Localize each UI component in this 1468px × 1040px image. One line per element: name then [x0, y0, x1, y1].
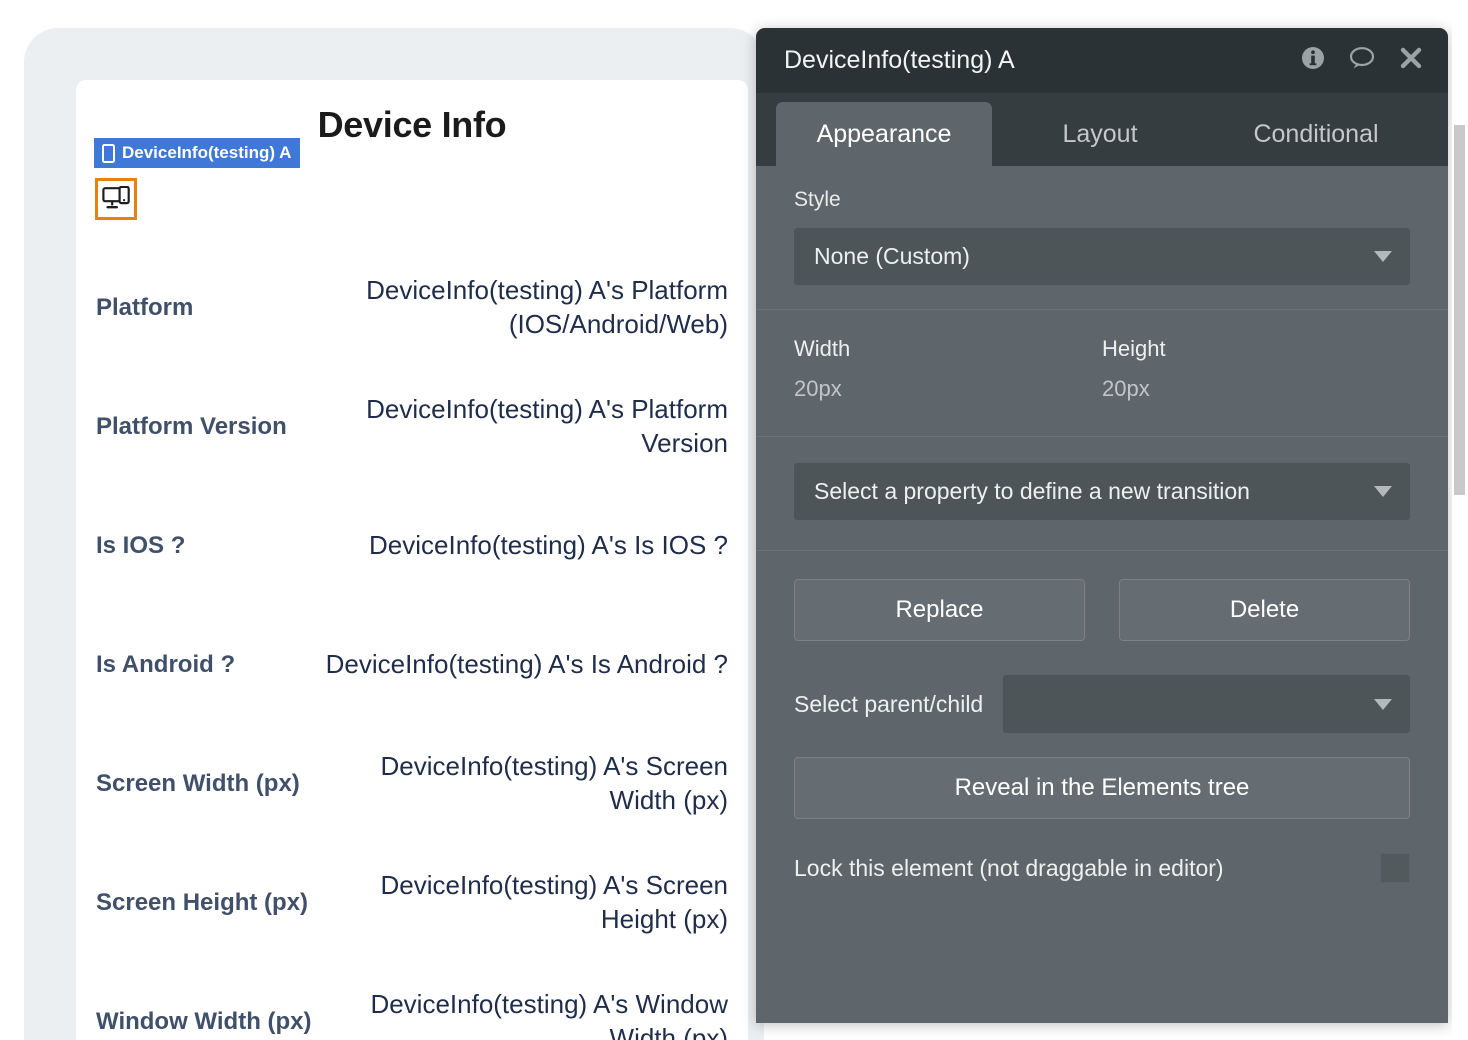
tree-section: Select parent/child Reveal in the Elemen… [756, 641, 1448, 883]
info-icon[interactable] [1300, 45, 1326, 76]
list-item: Platform Version DeviceInfo(testing) A's… [96, 367, 728, 486]
info-value: DeviceInfo(testing) A's Is Android ? [325, 648, 728, 679]
property-editor-panel: DeviceInfo(testing) A [756, 28, 1448, 1023]
device-monitor-mobile-icon [102, 186, 130, 212]
width-field: Width 20px [794, 336, 1102, 402]
device-info-list: Platform DeviceInfo(testing) A's Platfor… [96, 248, 728, 1040]
list-item: Is Android ? DeviceInfo(testing) A's Is … [96, 605, 728, 724]
height-field: Height 20px [1102, 336, 1410, 402]
info-label: Screen Width (px) [96, 769, 300, 797]
info-label: Platform Version [96, 412, 287, 440]
width-label: Width [794, 336, 851, 361]
comment-icon[interactable] [1348, 45, 1376, 76]
lock-element-row: Lock this element (not draggable in edit… [794, 853, 1410, 883]
panel-tabs: Appearance Layout Conditional [756, 93, 1448, 166]
page-card: Device Info DeviceInfo(testing) A [76, 80, 748, 1040]
parent-child-select[interactable] [1003, 675, 1410, 733]
style-label: Style [794, 188, 841, 211]
info-label: Screen Height (px) [96, 888, 309, 916]
transition-select-placeholder: Select a property to define a new transi… [814, 478, 1250, 504]
list-item: Is IOS ? DeviceInfo(testing) A's Is IOS … [96, 486, 728, 605]
info-label: Is IOS ? [96, 531, 186, 559]
chevron-down-icon [1374, 486, 1392, 497]
info-label: Window Width (px) [96, 1007, 312, 1035]
info-value: DeviceInfo(testing) A's Platform Version [366, 394, 728, 458]
info-value: DeviceInfo(testing) A's Is IOS ? [369, 529, 728, 560]
close-icon[interactable] [1398, 45, 1424, 76]
tab-conditional[interactable]: Conditional [1253, 119, 1379, 148]
panel-title: DeviceInfo(testing) A [784, 46, 1015, 74]
chevron-down-icon [1374, 251, 1392, 262]
list-item: Window Width (px) DeviceInfo(testing) A'… [96, 962, 728, 1040]
height-label: Height [1102, 336, 1166, 361]
actions-section: Replace Delete [756, 551, 1448, 641]
width-value[interactable]: 20px [794, 376, 842, 401]
dimensions-section: Width 20px Height 20px [756, 310, 1448, 437]
page-scrollbar-thumb[interactable] [1454, 125, 1465, 495]
tab-appearance[interactable]: Appearance [776, 102, 992, 166]
parent-child-label: Select parent/child [794, 690, 984, 717]
selected-device-element[interactable] [95, 178, 137, 220]
info-label: Platform [96, 293, 194, 321]
style-select[interactable]: None (Custom) [794, 228, 1410, 285]
info-value: DeviceInfo(testing) A's Platform (IOS/An… [366, 275, 728, 339]
element-name-badge[interactable]: DeviceInfo(testing) A [94, 138, 301, 168]
info-value: DeviceInfo(testing) A's Screen Height (p… [380, 870, 728, 934]
element-name-badge-label: DeviceInfo(testing) A [122, 143, 292, 162]
list-item: Platform DeviceInfo(testing) A's Platfor… [96, 248, 728, 367]
height-value[interactable]: 20px [1102, 376, 1150, 401]
lock-element-label: Lock this element (not draggable in edit… [794, 854, 1224, 881]
panel-body: Style None (Custom) Width 20px Height 20… [756, 166, 1448, 1023]
style-section: Style None (Custom) [756, 166, 1448, 310]
info-label: Is Android ? [96, 650, 236, 678]
list-item: Screen Width (px) DeviceInfo(testing) A'… [96, 724, 728, 843]
transition-select[interactable]: Select a property to define a new transi… [794, 463, 1410, 520]
chevron-down-icon [1374, 698, 1392, 710]
delete-button[interactable]: Delete [1119, 579, 1410, 641]
panel-header-icons [1300, 45, 1424, 76]
panel-header: DeviceInfo(testing) A [756, 28, 1448, 93]
page-scrollbar-track[interactable] [1452, 0, 1468, 1040]
reveal-in-elements-tree-button[interactable]: Reveal in the Elements tree [794, 757, 1410, 819]
lock-element-checkbox[interactable] [1380, 853, 1410, 883]
page-canvas-shell: Device Info DeviceInfo(testing) A [24, 28, 764, 1040]
tab-layout[interactable]: Layout [1062, 119, 1138, 148]
mobile-phone-icon [102, 143, 115, 163]
list-item: Screen Height (px) DeviceInfo(testing) A… [96, 843, 728, 962]
info-value: DeviceInfo(testing) A's Screen Width (px… [380, 751, 728, 815]
page-title: Device Info [317, 104, 507, 145]
replace-button[interactable]: Replace [794, 579, 1085, 641]
style-select-value: None (Custom) [814, 243, 970, 269]
info-value: DeviceInfo(testing) A's Window Width (px… [370, 989, 728, 1040]
transition-section: Select a property to define a new transi… [756, 437, 1448, 551]
